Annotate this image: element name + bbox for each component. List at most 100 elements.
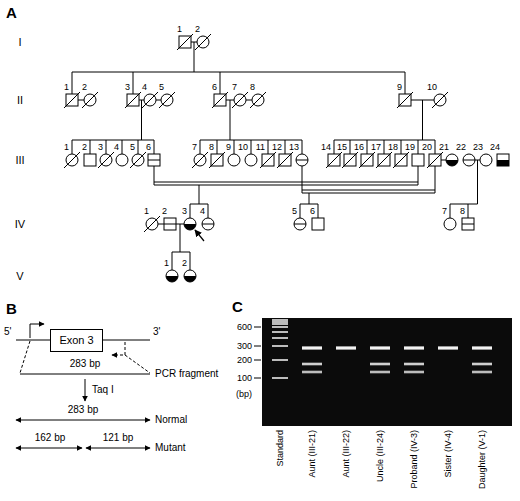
female-symbol: [480, 154, 492, 166]
deceased-slash: [326, 152, 342, 168]
pedigree-line: [422, 100, 423, 140]
dna-band: [404, 363, 424, 366]
proband-arrow: [195, 230, 204, 241]
male-symbol: [209, 152, 225, 168]
marker-size: 600: [237, 323, 252, 332]
tested-mark: [202, 224, 214, 225]
circle-outline: [463, 154, 475, 166]
individual-number: 14: [321, 143, 331, 152]
mutant-span: [86, 448, 150, 449]
reverse-primer: [112, 342, 125, 355]
generation-numeral: II: [17, 95, 23, 106]
size-tick: [254, 360, 261, 361]
individual-number: 15: [337, 143, 347, 152]
size-label: 162 bp: [35, 433, 66, 443]
pedigree-line: [350, 140, 351, 154]
female-symbol: [250, 92, 266, 108]
pedigree-line: [156, 100, 161, 101]
female-symbol: [98, 152, 114, 168]
individual-number: 3: [98, 143, 103, 152]
individual-number: 7: [192, 143, 197, 152]
individual-number: 6: [146, 143, 151, 152]
pedigree-symbols: [64, 34, 509, 282]
pedigree-line: [302, 140, 303, 154]
male-symbol: [212, 92, 228, 108]
individual-number: 17: [371, 143, 381, 152]
pedigree-line: [190, 204, 208, 205]
pedigree-line: [334, 140, 335, 154]
male-symbol: [342, 152, 358, 168]
individual-number: 19: [405, 143, 415, 152]
allele-label: Mutant: [155, 443, 186, 453]
pedigree-line: [435, 166, 436, 193]
pedigree-line: [208, 204, 209, 218]
circle-outline: [166, 270, 178, 282]
dna-band: [370, 363, 390, 366]
lane-label: Uncle (III-24): [376, 430, 385, 482]
circle-outline: [184, 270, 196, 282]
individual-number: 13: [289, 143, 299, 152]
pedigree-line: [172, 252, 173, 270]
size-tick: [254, 327, 261, 328]
lane-label: Proband (IV-3): [410, 430, 419, 489]
individual-number: 2: [82, 143, 87, 152]
male-symbol: [393, 152, 409, 168]
male-symbol: [412, 154, 424, 166]
individual-number: 2: [182, 259, 187, 268]
male-symbol: [84, 154, 96, 166]
generation-numeral: V: [16, 271, 23, 282]
female-symbol: [192, 152, 208, 168]
female-symbol: [294, 218, 306, 230]
carrier-fill: [497, 160, 509, 166]
deceased-slash: [64, 152, 80, 168]
deceased-slash: [277, 152, 293, 168]
female-symbol: [130, 152, 146, 168]
male-symbol: [277, 152, 293, 168]
circle-outline: [444, 218, 456, 230]
pedigree-line: [477, 160, 478, 204]
pedigree-line: [302, 166, 303, 193]
tested-mark: [164, 224, 176, 225]
panel-letter: B: [6, 301, 17, 316]
individual-number: 16: [354, 143, 364, 152]
individual-number: 10: [238, 143, 248, 152]
dna-band: [438, 346, 458, 349]
pedigree-line: [122, 140, 123, 154]
deceased-slash: [260, 152, 276, 168]
mutant-span: [16, 448, 82, 449]
pedigree-line: [154, 182, 418, 183]
ladder-band: [272, 323, 288, 325]
pedigree-line: [72, 140, 73, 154]
pedigree-line: [220, 72, 221, 94]
tested-mark: [148, 160, 160, 161]
individual-number: 9: [226, 143, 231, 152]
panel-letter: A: [6, 5, 17, 20]
deceased-slash: [144, 216, 160, 232]
marker-size: 300: [237, 342, 252, 351]
individual-number: 20: [422, 143, 432, 152]
female-symbol: [82, 92, 98, 108]
individual-number: 4: [114, 143, 119, 152]
ladder-band: [272, 326, 288, 328]
square-outline: [412, 154, 424, 166]
deceased-slash: [82, 92, 98, 108]
pedigree-line: [309, 193, 310, 204]
female-symbol: [296, 154, 308, 166]
ladder-band: [272, 359, 288, 361]
deceased-slash: [159, 92, 175, 108]
individual-number: 8: [460, 207, 465, 216]
dna-band: [370, 371, 390, 374]
pedigree-line: [133, 72, 134, 94]
individual-number: 6: [310, 207, 315, 216]
deceased-slash: [125, 92, 141, 108]
pedigree-line: [401, 140, 402, 154]
pedigree-line: [418, 166, 419, 185]
male-symbol: [125, 92, 141, 108]
dna-band: [472, 371, 492, 374]
pedigree-line: [78, 100, 84, 101]
size-tick: [254, 378, 261, 379]
male-symbol: [164, 218, 176, 230]
square-outline: [462, 218, 474, 230]
male-symbol: [497, 154, 509, 166]
pedigree-line: [300, 204, 301, 218]
